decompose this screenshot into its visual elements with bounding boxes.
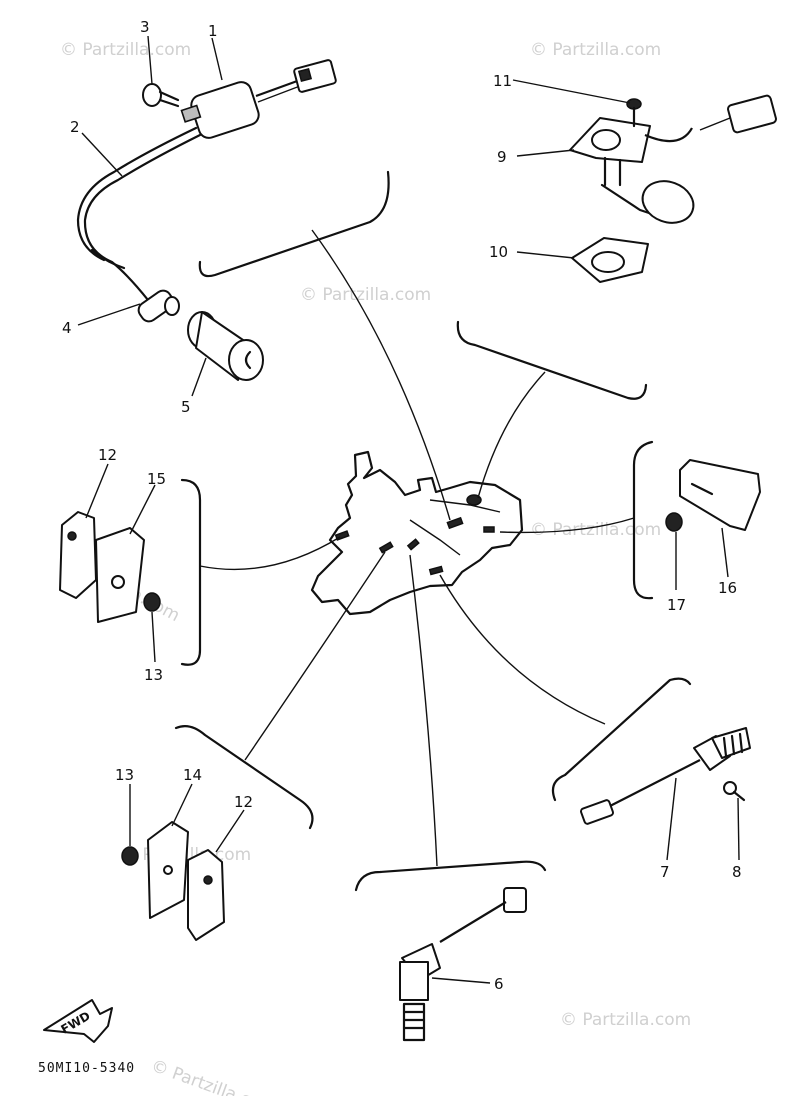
callout-11: 11 bbox=[493, 72, 512, 90]
bracket-lower-left bbox=[174, 725, 314, 830]
leader-right-top bbox=[477, 371, 546, 499]
callout-13-left: 13 bbox=[144, 666, 163, 684]
screw bbox=[142, 83, 180, 108]
sender-assembly bbox=[569, 94, 777, 283]
left-reflector-group bbox=[59, 511, 161, 623]
drawing-code: 50MI10-5340 bbox=[38, 1061, 135, 1076]
reflector-plate bbox=[187, 849, 225, 941]
callout-12-lower: 12 bbox=[234, 793, 253, 811]
callout-3: 3 bbox=[140, 18, 150, 36]
bracket-right bbox=[632, 440, 654, 600]
sender-connector bbox=[727, 94, 777, 134]
callout-15: 15 bbox=[147, 470, 166, 488]
gasket bbox=[571, 237, 649, 283]
screw bbox=[723, 781, 746, 802]
high-tension-cord bbox=[83, 133, 202, 302]
callout-10: 10 bbox=[489, 243, 508, 261]
plug-cap bbox=[137, 289, 180, 323]
watermark: © Partzilla.com bbox=[560, 1010, 691, 1030]
bracket-left bbox=[180, 478, 202, 666]
reflector-bracket bbox=[95, 527, 145, 623]
callout-5: 5 bbox=[181, 398, 191, 416]
callout-1: 1 bbox=[208, 22, 218, 40]
switch-assembly-6 bbox=[399, 887, 527, 1042]
switch-assembly-7 bbox=[580, 727, 751, 825]
callout-12-left: 12 bbox=[98, 446, 117, 464]
grommet bbox=[187, 311, 264, 381]
coil-assembly bbox=[76, 59, 337, 381]
leader-left bbox=[199, 536, 341, 571]
leader-lower-left bbox=[244, 551, 386, 761]
callout-leaders bbox=[77, 35, 740, 984]
leader-bottom bbox=[409, 554, 438, 867]
watermark: © Partzilla.com bbox=[530, 40, 661, 60]
watermark: © Partzilla.com bbox=[300, 285, 431, 305]
lower-left-reflector-group bbox=[121, 821, 225, 941]
callout-9: 9 bbox=[497, 148, 507, 166]
leader-right bbox=[499, 517, 635, 534]
callout-17: 17 bbox=[667, 596, 686, 614]
float bbox=[641, 180, 695, 224]
motorcycle-silhouette bbox=[310, 450, 524, 616]
reflector-plate bbox=[679, 459, 761, 531]
watermark: © Partzilla.com bbox=[148, 1056, 278, 1096]
callout-2: 2 bbox=[70, 118, 80, 136]
coil-connector bbox=[293, 59, 337, 93]
watermark: © Partzilla.com bbox=[530, 520, 661, 540]
group-brackets bbox=[174, 170, 692, 892]
callout-16: 16 bbox=[718, 579, 737, 597]
watermark: © Partzilla.com bbox=[60, 40, 191, 60]
right-reflector-group bbox=[665, 459, 761, 532]
forward-direction-arrow: FWD bbox=[43, 999, 113, 1043]
callout-7: 7 bbox=[660, 863, 670, 881]
leader-lower-right bbox=[439, 574, 606, 725]
bracket-top bbox=[198, 170, 390, 278]
callout-6: 6 bbox=[494, 975, 504, 993]
callout-14: 14 bbox=[183, 766, 202, 784]
callout-4: 4 bbox=[62, 319, 72, 337]
callout-8: 8 bbox=[732, 863, 742, 881]
bolt bbox=[626, 98, 642, 128]
reflector-plate bbox=[59, 511, 97, 599]
bracket-right-top bbox=[456, 320, 648, 400]
callout-13-lower: 13 bbox=[115, 766, 134, 784]
callout-labels: 1 2 3 4 5 6 7 8 9 10 11 12 12 13 13 14 1… bbox=[62, 18, 742, 993]
coil-body bbox=[190, 81, 260, 139]
bracket-bottom bbox=[354, 860, 547, 892]
leader-top bbox=[311, 229, 451, 521]
bracket-lower-right bbox=[551, 677, 692, 802]
